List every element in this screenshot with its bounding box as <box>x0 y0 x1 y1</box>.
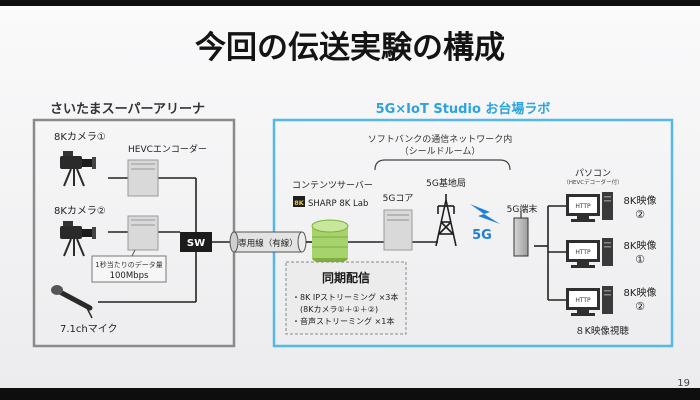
microphone-icon <box>51 285 93 319</box>
pc3-stream-line2: ② <box>635 300 645 313</box>
base-station-label: 5G基地局 <box>426 177 466 189</box>
pc3-screen-text: HTTP <box>575 297 591 304</box>
pc3-stream-line1: 8K映像 <box>624 287 657 299</box>
camera1-label: 8Kカメラ① <box>54 131 106 143</box>
network-scope-label-line1: ソフトバンクの通信ネットワーク内 <box>368 133 512 145</box>
base-station-tower-icon <box>435 194 457 247</box>
encoder2-icon <box>127 215 159 251</box>
8k-badge-text: 8K <box>294 199 305 207</box>
signal-5g-label: 5G <box>472 228 492 243</box>
pc1-stream-line2: ② <box>635 208 645 221</box>
encoder-label: HEVCエンコーダー <box>128 143 207 155</box>
content-server-database-icon <box>311 219 349 264</box>
sync-box <box>285 261 407 335</box>
switch-box <box>180 232 212 252</box>
datarate-line1: 1秒当たりのデータ量 <box>95 260 162 269</box>
pc1-screen-text: HTTP <box>575 203 591 210</box>
datarate-line2: 100Mbps <box>110 271 149 281</box>
right-connections <box>306 205 566 301</box>
slide-title: 今回の伝送実験の構成 <box>195 30 505 66</box>
dedicated-line-label: 専用線（有線） <box>238 238 298 249</box>
network-scope-bracket <box>374 159 511 171</box>
camera2-label: 8Kカメラ② <box>54 205 106 217</box>
left-group-label: さいたまスーパーアリーナ <box>50 102 205 117</box>
sync-title: 同期配信 <box>322 270 370 285</box>
5g-core-server-icon <box>383 209 413 251</box>
pc1-stream-line1: 8K映像 <box>624 195 657 207</box>
switch-label: SW <box>187 238 205 249</box>
dedicated-line-pipe <box>229 231 307 253</box>
8k-badge <box>293 196 305 207</box>
mic-label: 7.1chマイク <box>60 323 118 335</box>
page-number: 19 <box>677 378 690 389</box>
right-group-label: 5G×IoT Studio お台場ラボ <box>376 101 551 117</box>
viewing-label: ８K映像視聴 <box>575 325 629 337</box>
content-server-label: コンテンツサーバー <box>292 180 373 191</box>
left-connections <box>98 177 232 303</box>
signal-lightning-icon <box>470 204 500 224</box>
network-scope-label-line2: （シールドルーム） <box>400 146 481 157</box>
encoder1-icon <box>127 159 159 197</box>
datarate-pointer <box>131 249 136 257</box>
pc2-screen-text: HTTP <box>575 249 591 256</box>
sync-item-3: ・音声ストリーミング ×1本 <box>292 316 394 326</box>
5g-core-label: 5Gコア <box>383 194 414 204</box>
datarate-box <box>91 255 167 283</box>
sync-item-2: (8Kカメラ①＋①＋②) <box>292 305 378 314</box>
terminal-icon <box>513 217 529 257</box>
terminal-label: 5G端末 <box>507 203 538 215</box>
pc-label: パソコン <box>575 168 611 179</box>
pc2-stream-line1: 8K映像 <box>624 240 657 252</box>
pc-sublabel: （HEVCデコーダー付） <box>563 178 622 186</box>
sync-item-1: ・8K IPストリーミング ×3本 <box>292 292 398 302</box>
pc2-stream-line2: ① <box>635 253 645 266</box>
server-brand: SHARP 8K Lab <box>308 199 368 209</box>
